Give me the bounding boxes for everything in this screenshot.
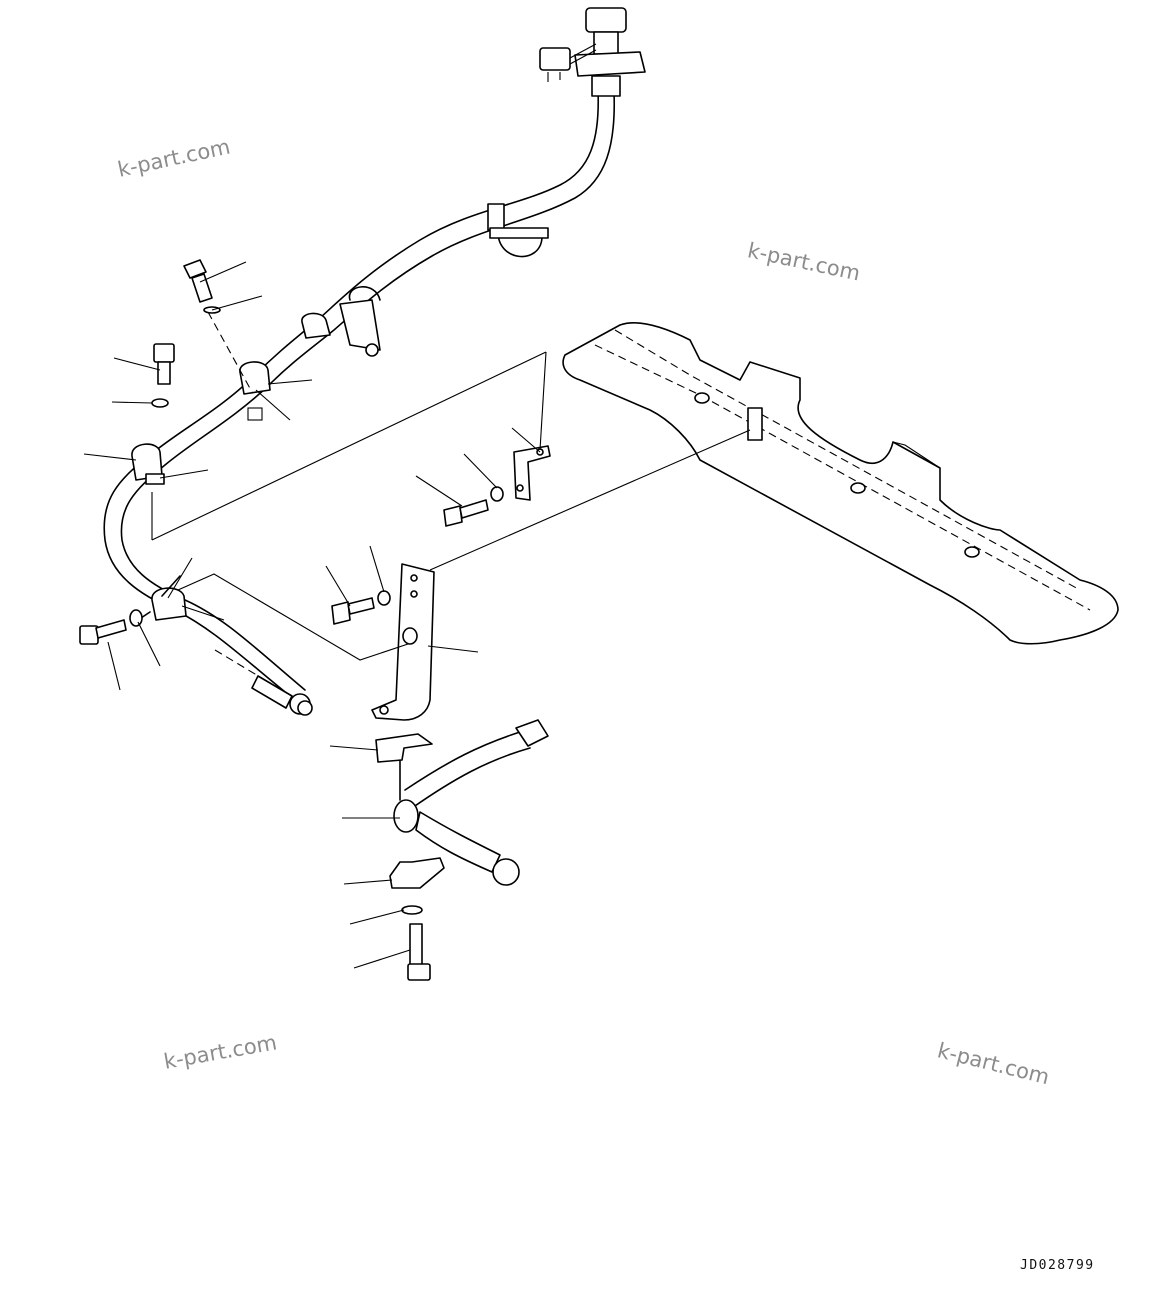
frame-member [562, 322, 1119, 645]
drawing-code: JD028799 [1020, 1258, 1095, 1273]
hose-end-fitting-left [214, 649, 313, 716]
middle-clamp-bracket [301, 286, 381, 357]
bolt-lower-left [79, 609, 143, 645]
clamp-left [131, 443, 165, 485]
clamp-upper-left [207, 311, 271, 421]
bolt-top-left [183, 259, 221, 314]
clamp-lower-left [137, 575, 187, 621]
upper-hose-clamp [487, 203, 549, 258]
lower-clamp-assembly [375, 719, 549, 981]
top-fitting-assembly [539, 7, 646, 97]
connector-lines [151, 351, 751, 661]
small-bracket [443, 445, 551, 527]
bolt-left [151, 343, 175, 408]
long-bracket [331, 563, 435, 721]
leader-lines [83, 261, 541, 969]
